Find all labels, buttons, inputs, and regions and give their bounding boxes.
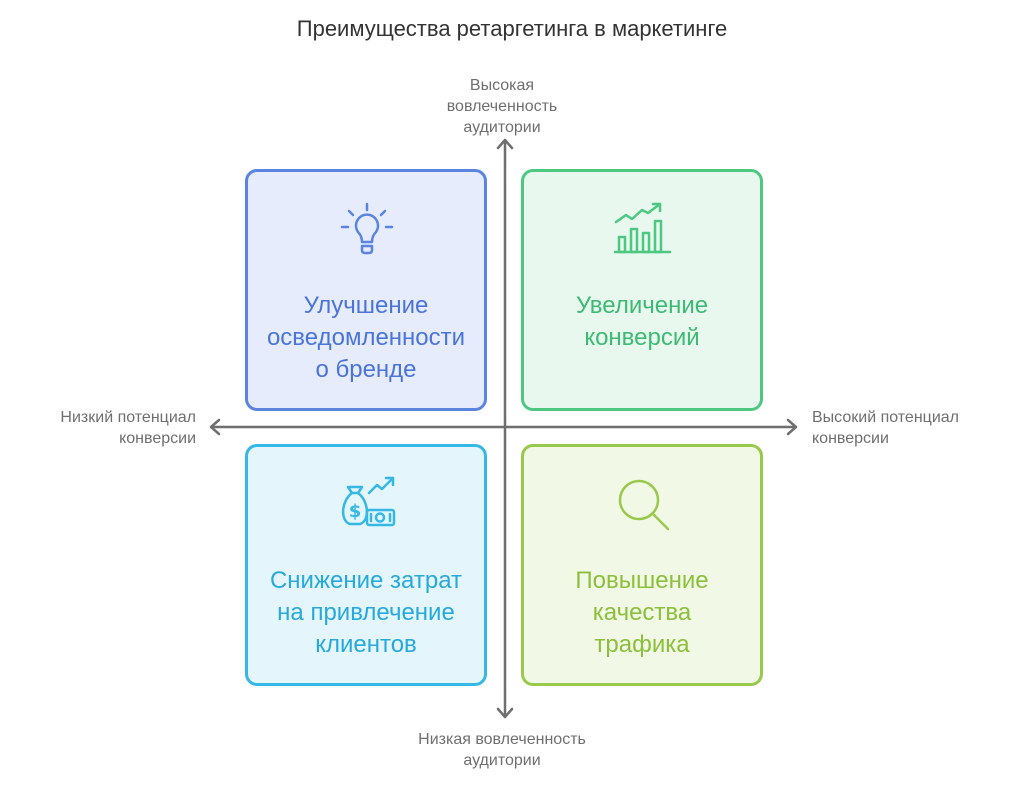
quadrant-label: Улучшение осведомленности о бренде — [266, 292, 466, 383]
quadrant-label: Повышение качества трафика — [575, 567, 709, 658]
lightbulb-icon — [340, 202, 394, 255]
quadrant-brand-awareness: Улучшение осведомленности о бренде — [245, 169, 487, 411]
quadrant-conversions: Увеличение конверсий — [521, 169, 763, 411]
arrow-up-icon — [496, 138, 514, 150]
growth-chart-icon — [613, 202, 672, 254]
axis-label-right: Высокий потенциал конверсии — [812, 409, 959, 447]
arrow-left-icon — [209, 418, 221, 436]
axis-label-left: Низкий потенциал конверсии — [60, 409, 196, 447]
quadrant-label: Увеличение конверсий — [575, 292, 709, 351]
svg-text:$: $ — [349, 501, 362, 522]
axis-label-top: Высокая вовлеченность аудитории — [446, 77, 558, 136]
arrow-down-icon — [496, 707, 514, 719]
quadrant-label: Снижение затрат на привлечение клиентов — [269, 567, 463, 658]
arrow-right-icon — [786, 418, 798, 436]
quadrant-acquisition-cost: $ Снижение затрат на привлечение клиенто… — [245, 444, 487, 686]
magnifier-icon — [618, 479, 670, 531]
quadrant-traffic-quality: Повышение качества трафика — [521, 444, 763, 686]
diagram-title: Преимущества ретаргетинга в маркетинге — [296, 16, 728, 41]
axis-label-bottom: Низкая вовлеченность аудитории — [418, 731, 586, 769]
money-growth-icon: $ — [341, 476, 396, 527]
